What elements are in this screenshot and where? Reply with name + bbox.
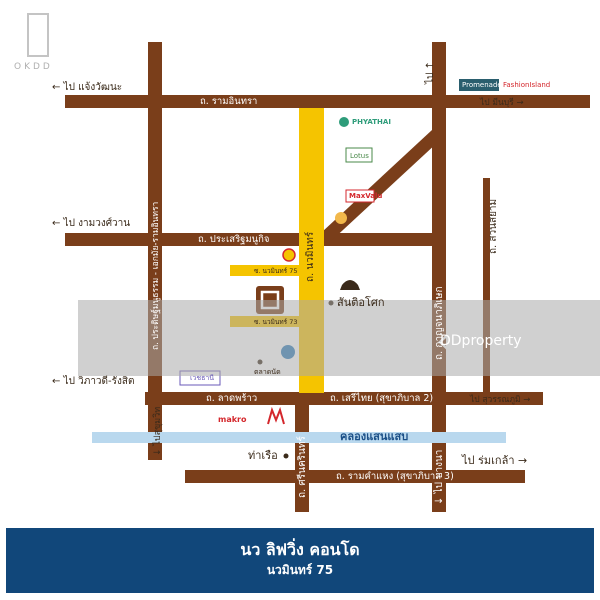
label-ramintra: ถ. รามอินทรา bbox=[200, 96, 258, 107]
title-banner: นว ลิฟวิ่ง คอนโด นวมินทร์ 75 bbox=[6, 528, 594, 593]
dir-khlaiwattana: ← ไป แจ้งวัฒนะ bbox=[52, 82, 123, 93]
label-serithai: ถ. เสรีไทย (สุขาภิบาล 2) bbox=[330, 393, 434, 404]
road-ramintra bbox=[65, 95, 590, 108]
poi-maxvalu: MaxValu bbox=[349, 192, 383, 200]
phyathai-logo-icon bbox=[339, 117, 349, 127]
road-diagonal bbox=[322, 130, 438, 242]
label-prasert: ถ. ประเสริฐมนูกิจ bbox=[198, 234, 270, 245]
dir-minburi: ไป มีนบุรี → bbox=[480, 98, 524, 108]
label-canal: คลองแสนแสบ bbox=[340, 430, 409, 443]
promenade-logo-icon bbox=[459, 79, 499, 91]
tharuea-dot bbox=[283, 453, 289, 459]
m-store-icon bbox=[267, 406, 285, 425]
watermark-band bbox=[78, 300, 600, 376]
soi-75 bbox=[230, 265, 300, 276]
lotus-logo-icon bbox=[345, 147, 373, 163]
poi-santisuk: สันติอโศก bbox=[337, 296, 385, 309]
poi-makro: makro bbox=[218, 415, 247, 424]
canal bbox=[92, 432, 506, 443]
road-suanson bbox=[483, 178, 490, 400]
ddproperty-watermark: DDproperty bbox=[440, 333, 522, 349]
okdd-logo-icon bbox=[27, 13, 49, 57]
poi-tharuea: ท่าเรือ bbox=[248, 449, 278, 462]
banner-title: นว ลิฟวิ่ง คอนโด bbox=[240, 540, 360, 559]
dir-suvarnabhumi: ไป สุวรรณภูมิ → bbox=[470, 395, 531, 405]
makro-logo-icon bbox=[214, 412, 260, 426]
dir-up: ไป ↑ bbox=[425, 61, 436, 84]
label-ladprao: ถ. ลาดพร้าว bbox=[206, 393, 258, 404]
poi-market: ตลาดนัด bbox=[254, 368, 281, 376]
label-soi75: ซ. นวมินทร์ 75 bbox=[254, 267, 298, 275]
label-srinakarin: ถ. ศรีนครินทร์ bbox=[297, 436, 308, 498]
school-icon bbox=[335, 212, 347, 224]
poi-fashionisland: FashionIsland bbox=[503, 81, 551, 89]
road-kanchana bbox=[432, 42, 446, 512]
poi-promenade: Promenade bbox=[462, 81, 502, 89]
label-nawamin: ถ. นวมินทร์ bbox=[305, 231, 316, 282]
dir-bangna: ↓ ไป บางนา bbox=[434, 449, 445, 505]
dir-romklao: ไป ร่มเกล้า → bbox=[462, 454, 528, 467]
label-suanson: ถ. สวนสยาม bbox=[488, 198, 499, 254]
dir-ngamwongwan: ← ไป งามวงศ์วาน bbox=[52, 218, 131, 229]
dir-sukhumvit: ↓ ไปสุขุมวิท bbox=[153, 406, 163, 456]
label-ramkhamhaeng: ถ. รามคำแหง (สุขาภิบาล 3) bbox=[336, 471, 454, 482]
road-srinakarin bbox=[295, 392, 309, 512]
banner-subtitle: นวมินทร์ 75 bbox=[266, 563, 334, 577]
label-kanchana: ถ. กาญจนาภิเษก bbox=[434, 286, 445, 360]
poi-lotus: Lotus bbox=[350, 152, 369, 160]
shell-icon bbox=[282, 248, 296, 262]
poi-phyathai: PHYATHAI bbox=[352, 118, 391, 126]
poi-hospital: เวชธานี bbox=[190, 374, 215, 382]
label-left-road: ถ. ประดิษฐ์มนูธรรม - เอกมัย-รามอินทรา bbox=[151, 201, 161, 350]
temple-icon bbox=[340, 280, 360, 290]
okdd-watermark: OKDD bbox=[14, 62, 53, 72]
label-soi73: ซ. นวมินทร์ 73 bbox=[254, 318, 298, 326]
dir-vibhavadi: ← ไป วิภาวดี-รังสิต bbox=[52, 376, 135, 387]
maxvalu-logo-icon bbox=[345, 189, 375, 203]
